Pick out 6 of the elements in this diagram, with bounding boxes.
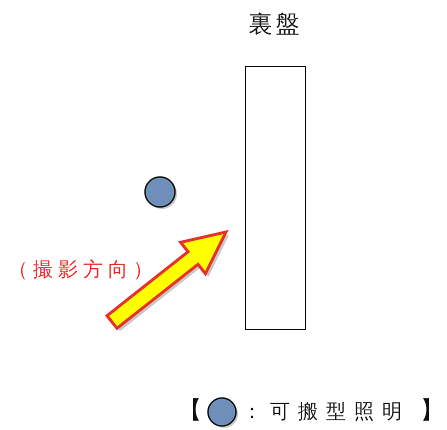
bracket: 【 — [178, 395, 202, 426]
legend-text: ：可搬型照明 — [242, 398, 410, 425]
panel-box — [245, 66, 306, 330]
bracket: 】 — [420, 395, 444, 426]
panel-heading: 裏盤 — [248, 9, 304, 40]
direction-label: （撮影方向） — [8, 256, 158, 283]
